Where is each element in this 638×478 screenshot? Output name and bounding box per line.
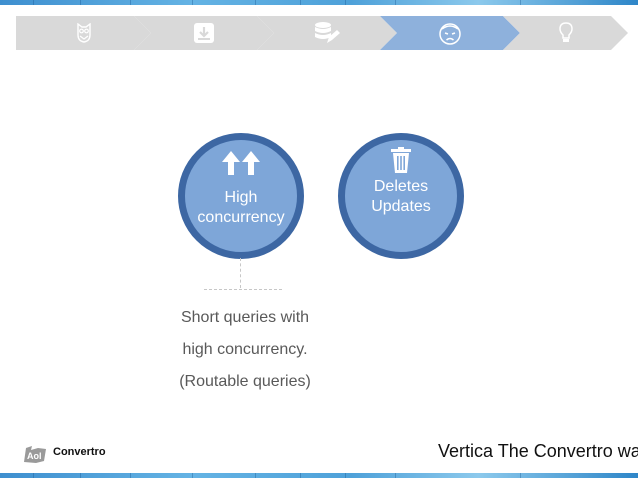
connector-horizontal-line [204, 289, 282, 290]
lightbulb-icon [559, 22, 573, 44]
step-4-active [380, 16, 520, 50]
trash-icon [391, 147, 411, 173]
step-1 [16, 16, 151, 50]
database-edit-icon [313, 21, 341, 45]
description-line2: high concurrency. [182, 341, 308, 358]
owl-icon [77, 23, 91, 43]
step-3 [257, 16, 397, 50]
description-line3: (Routable queries) [179, 373, 311, 390]
deletes-updates-circle: Deletes Updates [338, 133, 464, 259]
description-text: Short queries with high concurrency. (Ro… [160, 305, 330, 401]
footer-brand: Convertro [53, 446, 106, 458]
description-line1: Short queries with [180, 309, 310, 326]
svg-text:Aol: Aol [27, 451, 42, 461]
step-2 [134, 16, 274, 50]
circle-label-line2: concurrency [197, 209, 285, 226]
top-decorative-band [0, 0, 638, 5]
double-up-arrows-icon [222, 151, 260, 175]
aol-logo-icon: Aol [24, 446, 46, 463]
footer-title: Vertica The Convertro wa [438, 441, 638, 461]
step-5 [503, 16, 628, 50]
high-concurrency-circle: High concurrency [178, 133, 304, 259]
circle-label-line2: Updates [371, 198, 431, 215]
bottom-decorative-band [0, 473, 638, 478]
process-steps-bar [16, 16, 628, 50]
connector-vertical-line [240, 258, 241, 288]
circle-label-line1: High [224, 189, 258, 206]
download-icon [193, 22, 215, 44]
sad-face-icon [438, 21, 462, 45]
circle-label-line1: Deletes [373, 178, 429, 195]
